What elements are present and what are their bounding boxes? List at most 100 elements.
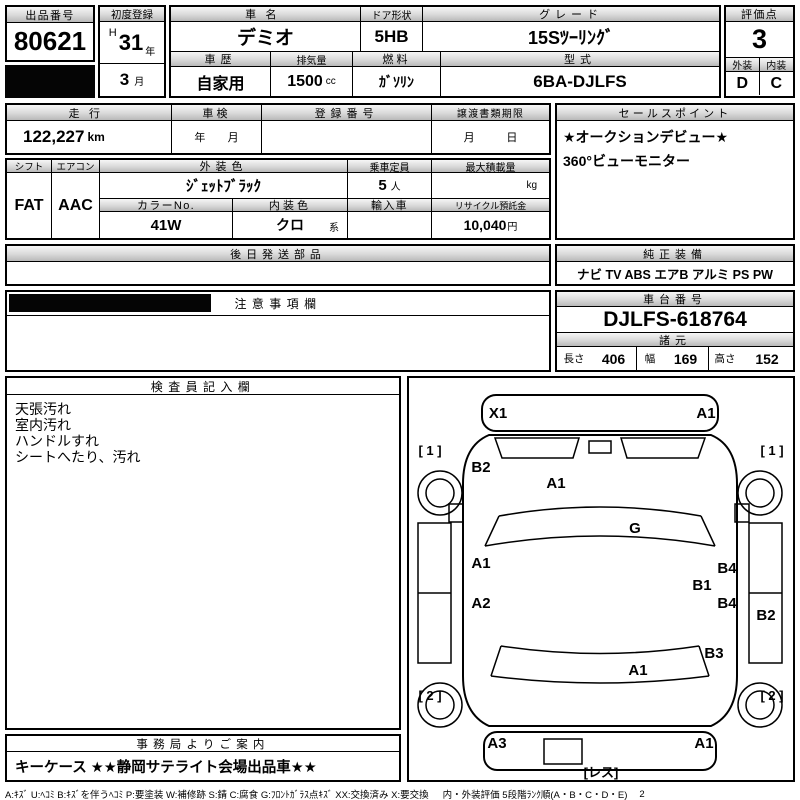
wheel-rear-left [417, 682, 463, 728]
first-reg-label: 初度登録 [100, 7, 164, 22]
history-label: 車歴 [171, 52, 271, 67]
first-reg-box: 初度登録 H 31 年 3 月 [98, 5, 166, 98]
damage-rear-window: A1 [628, 662, 647, 679]
later-parts-label: 後日発送部品 [7, 246, 549, 262]
wheel-front-right [737, 470, 783, 516]
displacement-cell: 1500 cc [271, 67, 353, 96]
auction-no-value: 80621 [13, 26, 87, 56]
office-value: キーケース ★★静岡サテライト会場出品車★★ [15, 759, 317, 776]
exterior-grade-label: 外装 [726, 58, 760, 72]
capacity-label: 乗車定員 [348, 160, 432, 173]
recycle-unit: 円 [507, 221, 518, 233]
notes-box: 注意事項欄 [5, 290, 551, 372]
damage-diagram-box: X1 A1 [ 1 ] [ 1 ] B2 A1 G A1 A2 B4 B1 B4… [407, 376, 795, 782]
inspector-line-3: ハンドルすれ [15, 433, 99, 449]
height-label: 高さ [714, 353, 736, 365]
interior-color-suffix: 系 [329, 223, 339, 234]
equipment-value: ナビ TV ABS エアB アルミ PS PW [577, 267, 773, 282]
fuel-label: 燃料 [353, 52, 441, 67]
shift-label: シフト [7, 160, 51, 173]
damage-right-front-door: B1 [692, 577, 711, 594]
wheel-front-left [417, 470, 463, 516]
max-load-unit: kg [526, 180, 537, 191]
interior-grade-label: 内装 [759, 58, 793, 72]
inspector-label: 検査員記入欄 [7, 378, 399, 395]
windshield-top-edge [498, 506, 702, 517]
fuel-value: ｶﾞｿﾘﾝ [353, 67, 441, 96]
notes-header-row: 注意事項欄 [7, 292, 549, 316]
damage-left-rear-door: A2 [471, 595, 490, 612]
exterior-color-value: ｼﾞｪｯﾄﾌﾞﾗｯｸ [100, 173, 348, 198]
wheel-rear-right [737, 682, 783, 728]
windshield-bottom-edge [484, 535, 716, 547]
capacity-unit: 人 [390, 182, 401, 193]
history-value: 自家用 [171, 67, 271, 96]
sales-point-line1: ★オークションデビュー★ [563, 129, 729, 145]
shift-column: シフト FAT [7, 160, 52, 238]
inspector-notes: 天張汚れ 室内汚れ ハンドルすれ シートへたり、汚れ [7, 395, 399, 471]
damage-right-side-sill: B2 [756, 607, 775, 624]
length-value: 406 [591, 347, 637, 370]
aircon-value: AAC [58, 196, 93, 214]
inspector-box: 検査員記入欄 天張汚れ 室内汚れ ハンドルすれ シートへたり、汚れ [5, 376, 401, 730]
model-code-value: 6BA-DJLFS [533, 71, 627, 91]
inspection-month-unit: 月 [227, 132, 239, 144]
mirror-right [734, 503, 750, 523]
color-no-label: カラーNo. [100, 199, 233, 212]
damage-rear-bumper-right: A1 [694, 735, 713, 752]
mileage-box: 走行 車検 登録番号 譲渡書類期限 122,227 km 年 月 月 日 [5, 103, 551, 155]
damage-diagram-svg: X1 A1 [ 1 ] [ 1 ] B2 A1 G A1 A2 B4 B1 B4… [417, 394, 784, 780]
legend-page: 2 [639, 788, 645, 800]
inspection-label: 車検 [172, 105, 262, 121]
displacement-unit: cc [325, 76, 336, 87]
headlight-left [493, 437, 581, 459]
damage-right-rear-door: B4 [717, 595, 737, 612]
displacement-label: 排気量 [271, 52, 353, 67]
exterior-color-label: 外装色 [100, 160, 348, 173]
shift-value: FAT [14, 196, 44, 214]
first-reg-year-cell: H 31 年 [100, 22, 164, 64]
grade-label: グレード [423, 7, 719, 22]
headlight-right [619, 437, 707, 459]
length-label: 長さ [563, 353, 585, 365]
first-reg-era: H [108, 27, 117, 39]
recycle-cell: 10,040 円 [432, 212, 549, 238]
ext-int-grades: 外装 内装 D C [726, 58, 793, 95]
import-label: 輸入車 [348, 199, 432, 212]
damage-front-bumper-left: X1 [489, 405, 507, 422]
spec-grid: シフト FAT エアコン AAC 外装色 乗車定員 最大積載量 ｼﾞｪｯﾄﾌﾞﾗ… [7, 160, 549, 238]
transfer-month-unit: 月 [463, 132, 475, 144]
inspection-year-unit: 年 [194, 132, 206, 144]
car-name-label: 車名 [171, 7, 361, 22]
door-shape-label: ドア形状 [361, 7, 423, 22]
wheel-rear-right-rim [745, 690, 775, 720]
legend-rank: 内・外装評価 5段階ﾗﾝｸ順(A・B・C・D・E) [442, 790, 628, 800]
wheel-front-left-rim [425, 478, 455, 508]
model-code-label: 型式 [441, 52, 719, 67]
transfer-deadline-label: 譲渡書類期限 [432, 105, 549, 121]
mileage-value: 122,227 [23, 127, 85, 146]
first-reg-month: 3 [119, 70, 130, 89]
spec-box: シフト FAT エアコン AAC 外装色 乗車定員 最大積載量 ｼﾞｪｯﾄﾌﾞﾗ… [5, 158, 551, 240]
transfer-day-unit: 日 [506, 132, 518, 144]
notes-label: 注意事項欄 [234, 297, 322, 311]
interior-color-value: クロ [276, 217, 304, 233]
damage-front-left-corner: [ 1 ] [418, 443, 441, 458]
first-reg-year-unit: 年 [145, 47, 156, 58]
front-grille [588, 440, 612, 454]
damage-license-plate: [レス] [584, 765, 619, 780]
vehicle-info-box: 車名 ドア形状 グレード デミオ 5HB 15Sﾂｰﾘﾝｸﾞ 車歴 排気量 燃料… [169, 5, 721, 98]
office-label: 事務局よりご案内 [7, 736, 399, 752]
inspector-line-2: 室内汚れ [15, 417, 71, 433]
equipment-label: 純正装備 [557, 246, 793, 262]
dims-row: 長さ 406 幅 169 高さ 152 [557, 347, 793, 370]
car-name-value: デミオ [171, 22, 361, 52]
windshield-side-edges [484, 515, 716, 547]
spec-row1: 外装色 乗車定員 最大積載量 ｼﾞｪｯﾄﾌﾞﾗｯｸ 5 人 kg [100, 160, 549, 199]
damage-right-front-pillar: B4 [717, 560, 737, 577]
rear-window-top-edge [500, 645, 700, 655]
wheel-rear-left-rim [425, 690, 455, 720]
chassis-box: 車台番号 DJLFS-618764 諸元 長さ 406 幅 169 高さ 152 [555, 290, 795, 372]
registration-value-empty [262, 121, 432, 153]
